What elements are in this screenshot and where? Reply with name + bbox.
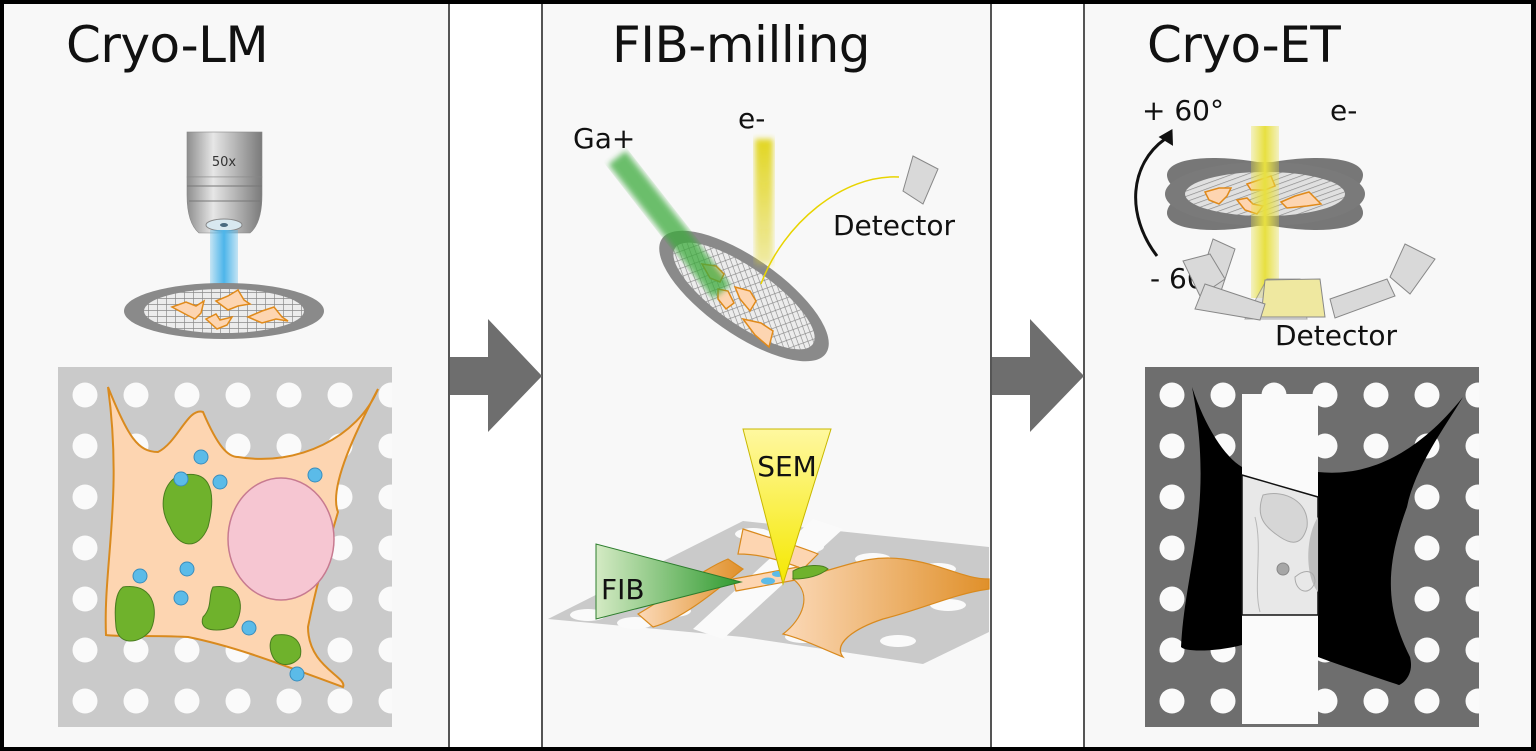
panel-title-cryo-lm: Cryo-LM: [66, 16, 269, 74]
marker: [173, 471, 189, 487]
panel-cryo-lm: Cryo-LM: [4, 4, 448, 747]
marker: [307, 467, 323, 483]
electron-beam-label: e-: [738, 102, 766, 135]
panel-title-cryo-et: Cryo-ET: [1147, 16, 1341, 74]
lamella-milling-inset: SEM FIB: [548, 428, 990, 664]
detector-label: Detector: [833, 209, 956, 242]
marker: [289, 666, 305, 682]
fib-setup: [608, 139, 939, 362]
gap-1: [448, 4, 543, 747]
marker: [193, 449, 209, 465]
lamella-tomogram-inset: [1145, 367, 1479, 727]
detector-icon: [902, 155, 939, 205]
fib-beam: [595, 543, 743, 620]
objective-lens-icon: 50x: [124, 131, 324, 339]
tomography-setup: [1134, 126, 1436, 321]
arrow-right-icon: [992, 319, 1084, 432]
panel-title-fib-milling: FIB-milling: [612, 16, 871, 74]
cell-on-holey-support: [58, 367, 392, 727]
marker: [173, 590, 189, 606]
detector-array: [1182, 238, 1436, 321]
sem-label: SEM: [757, 450, 817, 483]
organelle: [269, 634, 302, 665]
magnification-label: 50x: [212, 155, 237, 170]
fib-label: FIB: [601, 573, 645, 606]
organelle: [114, 586, 155, 642]
tilt-arrow-head: [1158, 128, 1173, 146]
panel-fib-milling: FIB-milling Ga+ e- Detector: [543, 4, 990, 747]
gap-2: [990, 4, 1085, 747]
organelle: [201, 586, 241, 631]
organelle: [162, 474, 213, 545]
ion-beam-label: Ga+: [573, 122, 636, 155]
marker: [179, 561, 195, 577]
detector-label: Detector: [1275, 319, 1398, 352]
marker: [132, 568, 148, 584]
diagram-frame: Cryo-LM: [4, 4, 1531, 747]
marker: [212, 474, 228, 490]
tilt-max-label: + 60°: [1142, 94, 1224, 127]
panel-cryo-et: Cryo-ET + 60° - 60° e- Detector: [1085, 4, 1531, 747]
arrow-right-icon: [450, 319, 542, 432]
sem-beam: [742, 428, 832, 586]
electron-beam-label: e-: [1330, 94, 1358, 127]
nucleus: [227, 477, 335, 601]
marker: [241, 620, 257, 636]
